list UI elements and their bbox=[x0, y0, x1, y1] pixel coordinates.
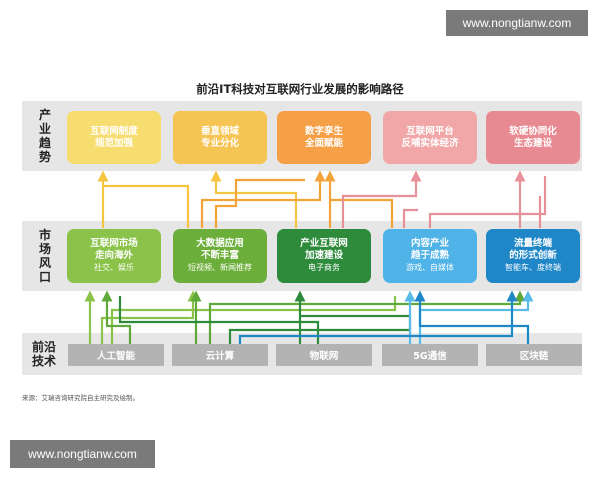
trend-box-4: 互联网平台 反哺实体经济 bbox=[383, 111, 477, 164]
trend-box-2: 垂直领域 专业分化 bbox=[173, 111, 267, 164]
source-note: 来源：艾瑞咨询研究院自主研究及绘制。 bbox=[22, 394, 139, 402]
trend-1-line2: 规范加强 bbox=[94, 137, 133, 149]
tech-iot: 物联网 bbox=[276, 344, 372, 366]
watermark-bottom: www.nongtianw.com bbox=[10, 440, 155, 468]
link-yellow-3 bbox=[210, 170, 298, 228]
tech-5g: 5G通信 bbox=[382, 344, 478, 366]
band-label-tech: 前沿技术 bbox=[31, 340, 56, 368]
link-green-mid-1 bbox=[101, 290, 132, 344]
market-5-line1: 流量终端 bbox=[513, 238, 552, 249]
market-4-line2: 趋于成熟 bbox=[410, 250, 449, 261]
market-4-examples: 游戏、自媒体 bbox=[406, 263, 454, 272]
market-1-examples: 社交、娱乐 bbox=[94, 263, 134, 272]
market-box-2: 大数据应用 不断丰富 短视频、新闻推荐 bbox=[173, 229, 267, 283]
diagram-title: 前沿IT科技对互联网行业发展的影响路径 bbox=[196, 82, 404, 96]
trend-4-line2: 反哺实体经济 bbox=[401, 137, 459, 149]
watermark-top: www.nongtianw.com bbox=[446, 10, 588, 36]
market-3-examples: 电子商务 bbox=[308, 263, 340, 272]
market-1-line2: 走向海外 bbox=[94, 250, 133, 261]
market-3-line1: 产业互联网 bbox=[300, 238, 348, 249]
trend-box-1: 互联网制度 规范加强 bbox=[67, 111, 161, 164]
link-yellow-2 bbox=[103, 184, 190, 228]
market-5-line2: 的形式创新 bbox=[509, 250, 557, 261]
link-pink-2 bbox=[402, 208, 418, 228]
link-orange-2 bbox=[214, 178, 305, 228]
trend-1-line1: 互联网制度 bbox=[90, 125, 138, 137]
tech-cloud: 云计算 bbox=[172, 344, 268, 366]
link-pink-1 bbox=[341, 170, 422, 228]
band-label-markets: 市场风口 bbox=[38, 228, 51, 284]
trend-3-line2: 全面赋能 bbox=[304, 137, 343, 149]
market-box-3: 产业互联网 加速建设 电子商务 bbox=[277, 229, 371, 283]
tech-ai: 人工智能 bbox=[68, 344, 164, 366]
link-orange-4 bbox=[330, 198, 394, 228]
market-3-line2: 加速建设 bbox=[304, 250, 343, 261]
link-green-dark-3 bbox=[118, 296, 320, 344]
link-green-light-2 bbox=[100, 290, 199, 344]
link-orange-1 bbox=[200, 170, 326, 228]
market-box-4: 内容产业 趋于成熟 游戏、自媒体 bbox=[383, 229, 477, 283]
market-4-line1: 内容产业 bbox=[410, 238, 449, 249]
trend-box-5: 软硬协同化 生态建设 bbox=[486, 111, 580, 164]
market-box-1: 互联网市场 走向海外 社交、娱乐 bbox=[67, 229, 161, 283]
market-2-line2: 不断丰富 bbox=[200, 250, 239, 261]
band-label-trends: 产业趋势 bbox=[38, 108, 51, 164]
trend-5-line1: 软硬协同化 bbox=[509, 125, 557, 137]
trend-5-line2: 生态建设 bbox=[513, 137, 552, 149]
market-1-line1: 互联网市场 bbox=[90, 238, 138, 249]
market-box-5: 流量终端 的形式创新 智能车、度终端 bbox=[486, 229, 580, 283]
market-2-line1: 大数据应用 bbox=[196, 238, 244, 249]
trend-4-line1: 互联网平台 bbox=[406, 125, 454, 137]
market-5-examples: 智能车、度终端 bbox=[505, 263, 561, 272]
trend-3-line1: 数字孪生 bbox=[304, 125, 343, 137]
link-blue-dark-2 bbox=[414, 290, 530, 344]
link-pink-5 bbox=[428, 176, 547, 228]
link-green-dark-2 bbox=[228, 314, 412, 344]
link-green-mid-3 bbox=[208, 290, 526, 344]
trend-box-3: 数字孪生 全面赋能 bbox=[277, 111, 371, 164]
link-blue-dark-1 bbox=[238, 290, 518, 344]
trend-2-line2: 专业分化 bbox=[200, 137, 239, 149]
tech-blockchain: 区块链 bbox=[486, 344, 582, 366]
trend-2-line1: 垂直领域 bbox=[200, 125, 239, 137]
market-2-examples: 短视频、新闻推荐 bbox=[188, 263, 252, 272]
